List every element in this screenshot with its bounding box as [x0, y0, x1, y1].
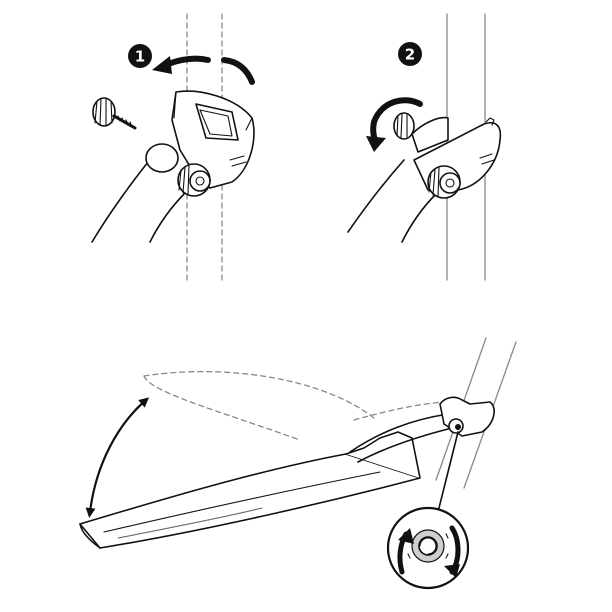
- fender-stay-arm-3: [349, 413, 453, 463]
- fender-adjustment-panel: [79, 337, 517, 590]
- step-2-number: 2: [405, 46, 415, 64]
- magnified-bolt-detail-icon: [386, 506, 470, 590]
- thumb-screw-inserted-icon: [393, 112, 415, 140]
- thumb-screw-icon: [92, 97, 137, 130]
- clamp-small: [439, 396, 495, 437]
- step-2-badge: 2: [398, 42, 422, 66]
- fender-stay-arm-2: [347, 159, 437, 243]
- rotate-counterclockwise-arrow-icon: [152, 55, 255, 85]
- step-1-panel: 1: [91, 13, 255, 281]
- fender-previous-position: [143, 370, 445, 441]
- detail-leader-line: [437, 431, 459, 513]
- double-headed-arc-arrow-icon: [85, 397, 150, 518]
- step-2-panel: 2: [347, 13, 502, 281]
- rotate-clockwise-arrow-icon: [366, 97, 423, 152]
- fender-stay-arm: [91, 143, 187, 243]
- knurled-knob-icon: [177, 163, 211, 197]
- step-1-number: 1: [135, 48, 145, 66]
- knurled-knob-2-icon: [427, 165, 461, 199]
- step-1-badge: 1: [128, 44, 152, 68]
- fender-body: [79, 431, 421, 549]
